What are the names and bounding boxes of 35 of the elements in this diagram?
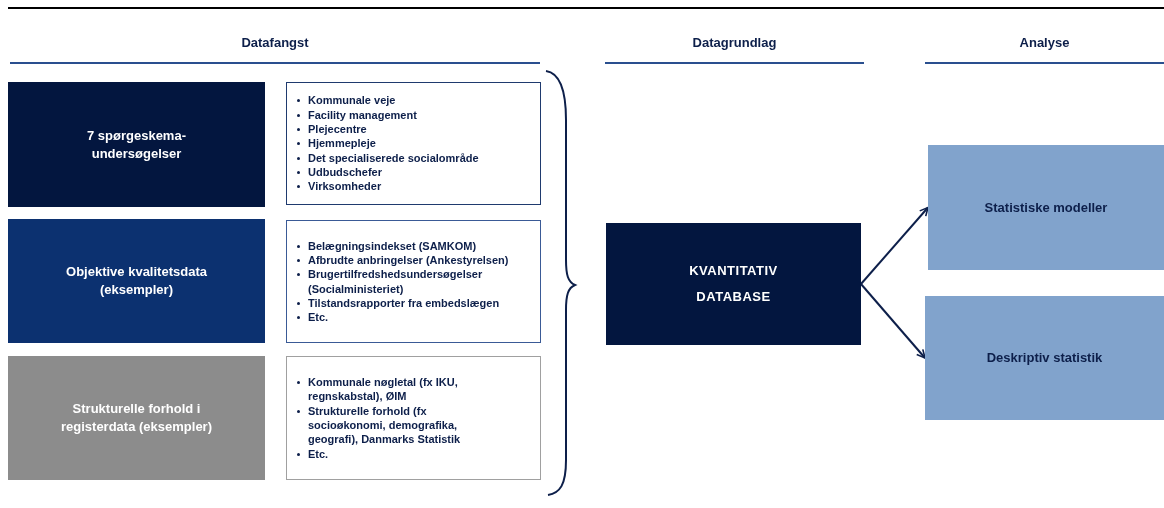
list-item: Strukturelle forhold (fx socioøkonomi, demografika, geografi), Danmarks Statistik [308, 403, 462, 447]
column-heading: Datafangst [240, 35, 310, 50]
column-heading: Datagrundlag [691, 35, 778, 50]
list-item: Virksomheder [308, 179, 382, 194]
list-item: Kommunale nøgletal (fx IKU, regnskabstal), ØIM [308, 375, 459, 404]
process-box [8, 82, 265, 207]
arrow [860, 206, 929, 285]
list-item: Afbrudte anbringelser (Ankestyrelsen) [308, 252, 509, 268]
process-box [8, 219, 265, 343]
box-label: Objektive kvalitetsdata (eksempler) [65, 263, 208, 299]
list-box [286, 220, 541, 343]
list-item: Facility management [308, 107, 417, 123]
box-label: 7 spørgeskema-undersøgelser [86, 126, 187, 163]
list-item: Belægningsindekset (SAMKOM) [308, 238, 477, 253]
list-item: Tilstandsrapporter fra embedslægen [308, 295, 500, 311]
box-label: Deskriptiv statistik [986, 349, 1103, 367]
list-item: Det specialiserede socialområde [308, 150, 479, 165]
list-box [286, 356, 541, 480]
list-box [286, 82, 541, 205]
process-box [8, 356, 265, 480]
list-item: Kommunale veje [308, 93, 396, 108]
box-label: Strukturelle forhold i registerdata (eksempler) [60, 400, 213, 436]
list-item: Etc. [308, 446, 329, 461]
box-label: KVANTITATIV DATABASE [688, 262, 779, 306]
process-box [928, 145, 1164, 270]
box-label: Statistiske modeller [984, 198, 1108, 217]
column-heading: Analyse [1018, 35, 1071, 50]
list-item: Etc. [308, 310, 329, 325]
process-box [925, 296, 1164, 420]
list-item: Brugertilfredshedsundersøgelser (Socialministeriet) [308, 267, 484, 296]
list-item: Hjemmepleje [308, 136, 376, 151]
arrow [860, 283, 926, 359]
list-item: Plejecentre [308, 122, 367, 137]
list-item: Udbudschefer [308, 164, 382, 180]
process-box [606, 223, 861, 345]
